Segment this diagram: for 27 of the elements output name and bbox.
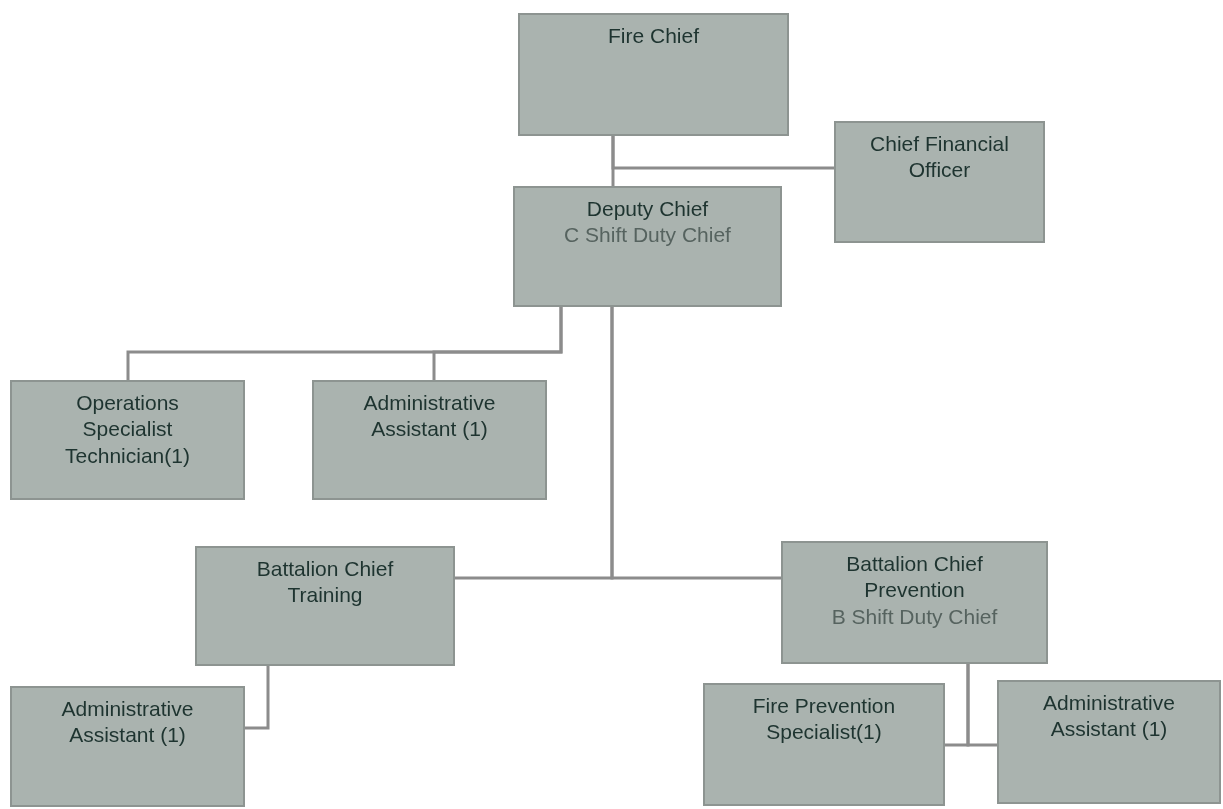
connector-line xyxy=(610,307,781,580)
role-title: Administrative Assistant (1) xyxy=(60,696,195,749)
org-box xyxy=(518,13,789,136)
role-title: Administrative Assistant (1) xyxy=(362,390,497,443)
connector-line xyxy=(245,666,270,730)
role-title: Deputy Chief xyxy=(586,196,709,222)
org-box xyxy=(10,380,245,500)
org-box xyxy=(834,121,1045,243)
org-box xyxy=(195,546,455,666)
role-title: Fire Prevention Specialist(1) xyxy=(751,693,897,746)
org-box xyxy=(997,680,1221,804)
connector-line xyxy=(432,307,563,380)
connector-line xyxy=(611,136,834,170)
role-title: Administrative Assistant (1) xyxy=(1042,690,1176,743)
org-box xyxy=(10,686,245,807)
role-subtitle: C Shift Duty Chief xyxy=(564,222,731,249)
connector-line xyxy=(966,664,997,747)
org-box xyxy=(312,380,547,500)
role-title: Chief Financial Officer xyxy=(869,131,1010,184)
role-title: Fire Chief xyxy=(608,23,699,49)
role-title: Operations Specialist Technician(1) xyxy=(64,390,191,469)
role-title: Battalion Chief Prevention xyxy=(845,551,984,604)
role-subtitle: B Shift Duty Chief xyxy=(831,603,998,630)
role-title: Battalion Chief Training xyxy=(255,556,395,609)
org-box xyxy=(703,683,945,806)
org-box xyxy=(513,186,782,307)
org-box xyxy=(781,541,1048,664)
